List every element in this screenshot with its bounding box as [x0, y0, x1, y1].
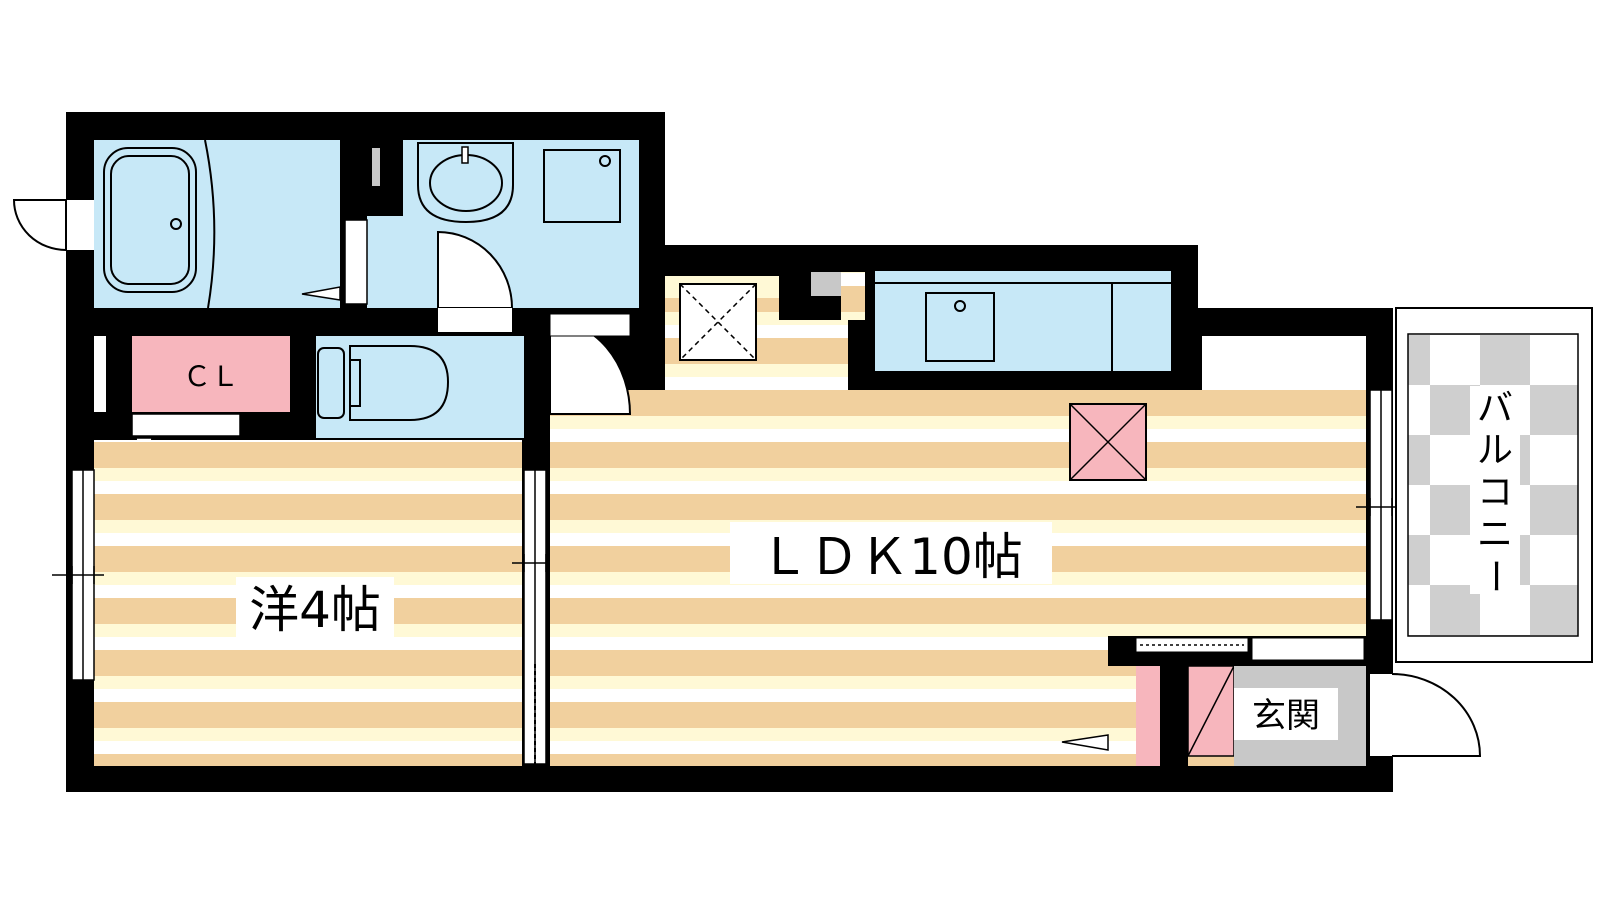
bathtub-icon — [103, 147, 197, 293]
ldk-room: ＬＤＫ10帖 — [549, 269, 1366, 766]
kitchen-counter — [873, 269, 1173, 373]
door-swing-icon — [1391, 673, 1482, 757]
bath-exterior-door — [12, 199, 94, 252]
door-swing-icon — [12, 199, 67, 252]
balcony-window — [1356, 389, 1408, 621]
closet: ＣＬ — [94, 336, 290, 495]
balcony-label-5: ー — [1474, 558, 1515, 594]
refrigerator-icon — [679, 283, 757, 361]
bedroom: 洋4帖 — [52, 440, 522, 766]
bedroom-label: 洋4帖 — [249, 581, 381, 639]
kitchen-sink-icon — [925, 292, 995, 362]
balcony-label-1: バ — [1477, 388, 1513, 429]
closet-label: ＣＬ — [183, 360, 239, 393]
door-swing-icon — [301, 286, 341, 301]
entrance-label: 玄関 — [1252, 696, 1320, 736]
door-swing-icon — [437, 230, 514, 309]
washing-machine-icon — [543, 149, 621, 223]
balcony-label-3: コ — [1477, 472, 1513, 513]
sliding-door — [512, 469, 560, 765]
balcony-label-4: ニ — [1477, 514, 1513, 555]
balcony-label-2: ル — [1477, 430, 1513, 471]
toilet-room — [316, 336, 524, 438]
entrance-door — [1370, 673, 1482, 757]
bathroom — [94, 139, 341, 309]
washroom — [344, 140, 639, 332]
ldk-label: ＬＤＫ10帖 — [759, 528, 1023, 586]
entrance: 玄関 — [1108, 636, 1366, 766]
toilet-icon — [317, 347, 345, 419]
sink-icon — [417, 142, 514, 224]
balcony: バ ル コ ニ ー — [1395, 307, 1593, 663]
